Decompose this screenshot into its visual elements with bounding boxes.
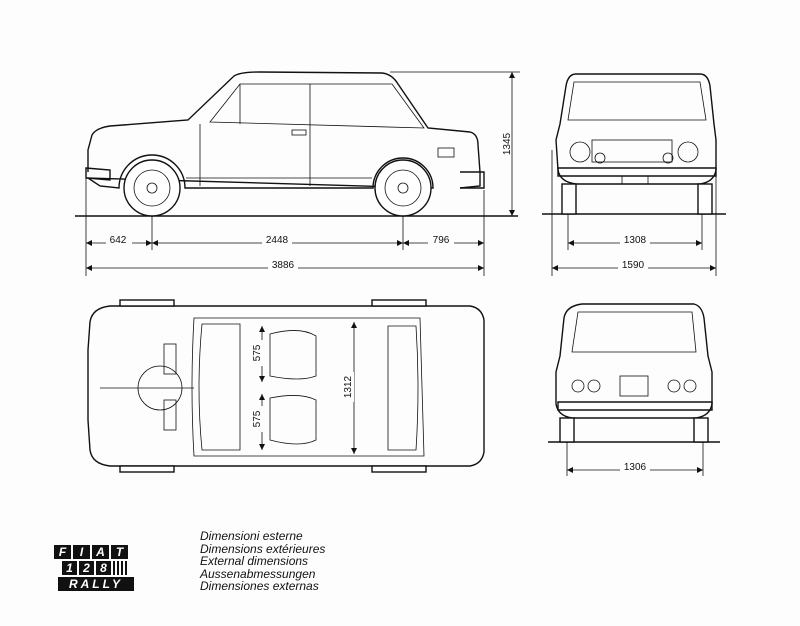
front-view-bumper — [557, 167, 717, 177]
rear-light-2 — [587, 379, 601, 393]
top-rear-window — [387, 325, 419, 451]
top-dimensions: 575 575 1312 — [252, 322, 357, 454]
rear-view-bumper — [557, 401, 713, 411]
side-dimensions: 642 2448 796 3886 1345 — [86, 72, 515, 271]
front-windshield — [567, 81, 707, 121]
rear-dimensions: 1306 — [567, 461, 703, 473]
rear-window — [571, 311, 697, 353]
front-grille — [591, 139, 673, 163]
top-windshield — [198, 323, 241, 451]
logo-letter: I — [73, 545, 90, 559]
door-handle — [291, 129, 307, 136]
dim-height: 1345 — [502, 132, 513, 155]
front-tire-left — [561, 183, 577, 215]
top-rear-tire-left — [371, 299, 427, 307]
top-roof — [191, 317, 425, 457]
top-view — [87, 299, 485, 473]
rear-plate — [619, 375, 649, 397]
logo-digit: 8 — [96, 561, 111, 575]
top-body-outline — [87, 305, 485, 467]
dim-interior-width: 1312 — [343, 375, 354, 398]
front-dimensions: 1308 1590 — [552, 234, 716, 271]
fiat-128-rally-logo: F I A T 1 2 8 RALLY — [54, 545, 142, 593]
legend-italian: Dimensioni esterne — [200, 529, 303, 543]
logo-letter: T — [111, 545, 128, 559]
logo-rally: RALLY — [58, 577, 134, 591]
logo-row-rally: RALLY — [58, 577, 142, 591]
top-rear-tire-right — [371, 465, 427, 473]
side-view — [75, 71, 520, 276]
dim-rear-track: 1306 — [624, 462, 647, 473]
front-wheel — [123, 159, 181, 217]
top-front-tire-right — [119, 465, 175, 473]
logo-digit: 1 — [62, 561, 77, 575]
dim-overall-length: 3886 — [272, 260, 295, 271]
rear-light-1 — [571, 379, 585, 393]
rear-tire-left — [559, 417, 575, 443]
logo-row-128: 1 2 8 — [62, 561, 142, 575]
legend-french: Dimensions extérieures — [200, 541, 326, 556]
dim-rear-overhang: 796 — [433, 235, 450, 246]
logo-letter: F — [54, 545, 71, 559]
front-headlight-left — [569, 141, 591, 163]
rear-body-outline — [555, 303, 713, 419]
logo-letter: A — [92, 545, 109, 559]
logo-row-fiat: F I A T — [54, 545, 142, 559]
dim-front-track: 1308 — [624, 235, 647, 246]
rear-view — [548, 303, 720, 476]
side-marker — [437, 147, 455, 158]
logo-digit: 2 — [79, 561, 94, 575]
front-headlight-right — [677, 141, 699, 163]
legend-spanish: Dimensiones externas — [200, 579, 319, 593]
rear-light-3 — [667, 379, 681, 393]
front-view — [542, 73, 726, 276]
rear-light-4 — [683, 379, 697, 393]
rear-tire-right — [693, 417, 709, 443]
dim-front-overhang: 642 — [110, 235, 127, 246]
dim-seat-width-rear: 575 — [252, 410, 263, 427]
front-bumper — [85, 167, 111, 181]
legend-german: Aussenabmessungen — [200, 566, 316, 581]
dim-overall-width: 1590 — [622, 260, 645, 271]
front-tire-right — [697, 183, 713, 215]
logo-stripes — [113, 561, 127, 575]
side-window-frame — [209, 83, 425, 129]
dim-seat-width-front: 575 — [252, 344, 263, 361]
side-body-outline — [85, 71, 481, 189]
rear-bumper — [460, 171, 485, 189]
top-front-tire-left — [119, 299, 175, 307]
rear-wheel — [374, 159, 432, 217]
legend-text: Dimensioni esterne Dimensions extérieure… — [200, 530, 325, 593]
legend-english: External dimensions — [200, 554, 309, 568]
dim-wheelbase: 2448 — [266, 235, 289, 246]
